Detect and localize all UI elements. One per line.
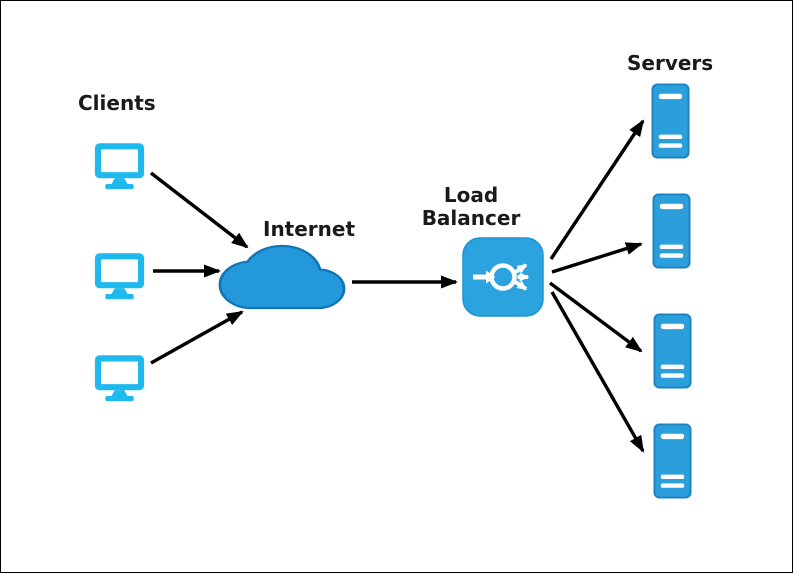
- arrow-loadbalancer-server2: [551, 242, 643, 274]
- internet-label: Internet: [263, 217, 356, 241]
- arrow-loadbalancer-server4: [550, 291, 645, 453]
- arrow-client3-internet: [150, 310, 244, 365]
- arrow-loadbalancer-server1: [549, 119, 645, 260]
- load-balancer-icon: [462, 237, 544, 317]
- arrow-client1-internet: [149, 171, 249, 249]
- load-balancer-label: Load Balancer: [421, 183, 521, 230]
- clients-label: Clients: [78, 91, 156, 115]
- arrow-loadbalancer-server3: [548, 281, 643, 353]
- internet-cloud-icon: [218, 244, 346, 310]
- servers-label: Servers: [627, 51, 714, 75]
